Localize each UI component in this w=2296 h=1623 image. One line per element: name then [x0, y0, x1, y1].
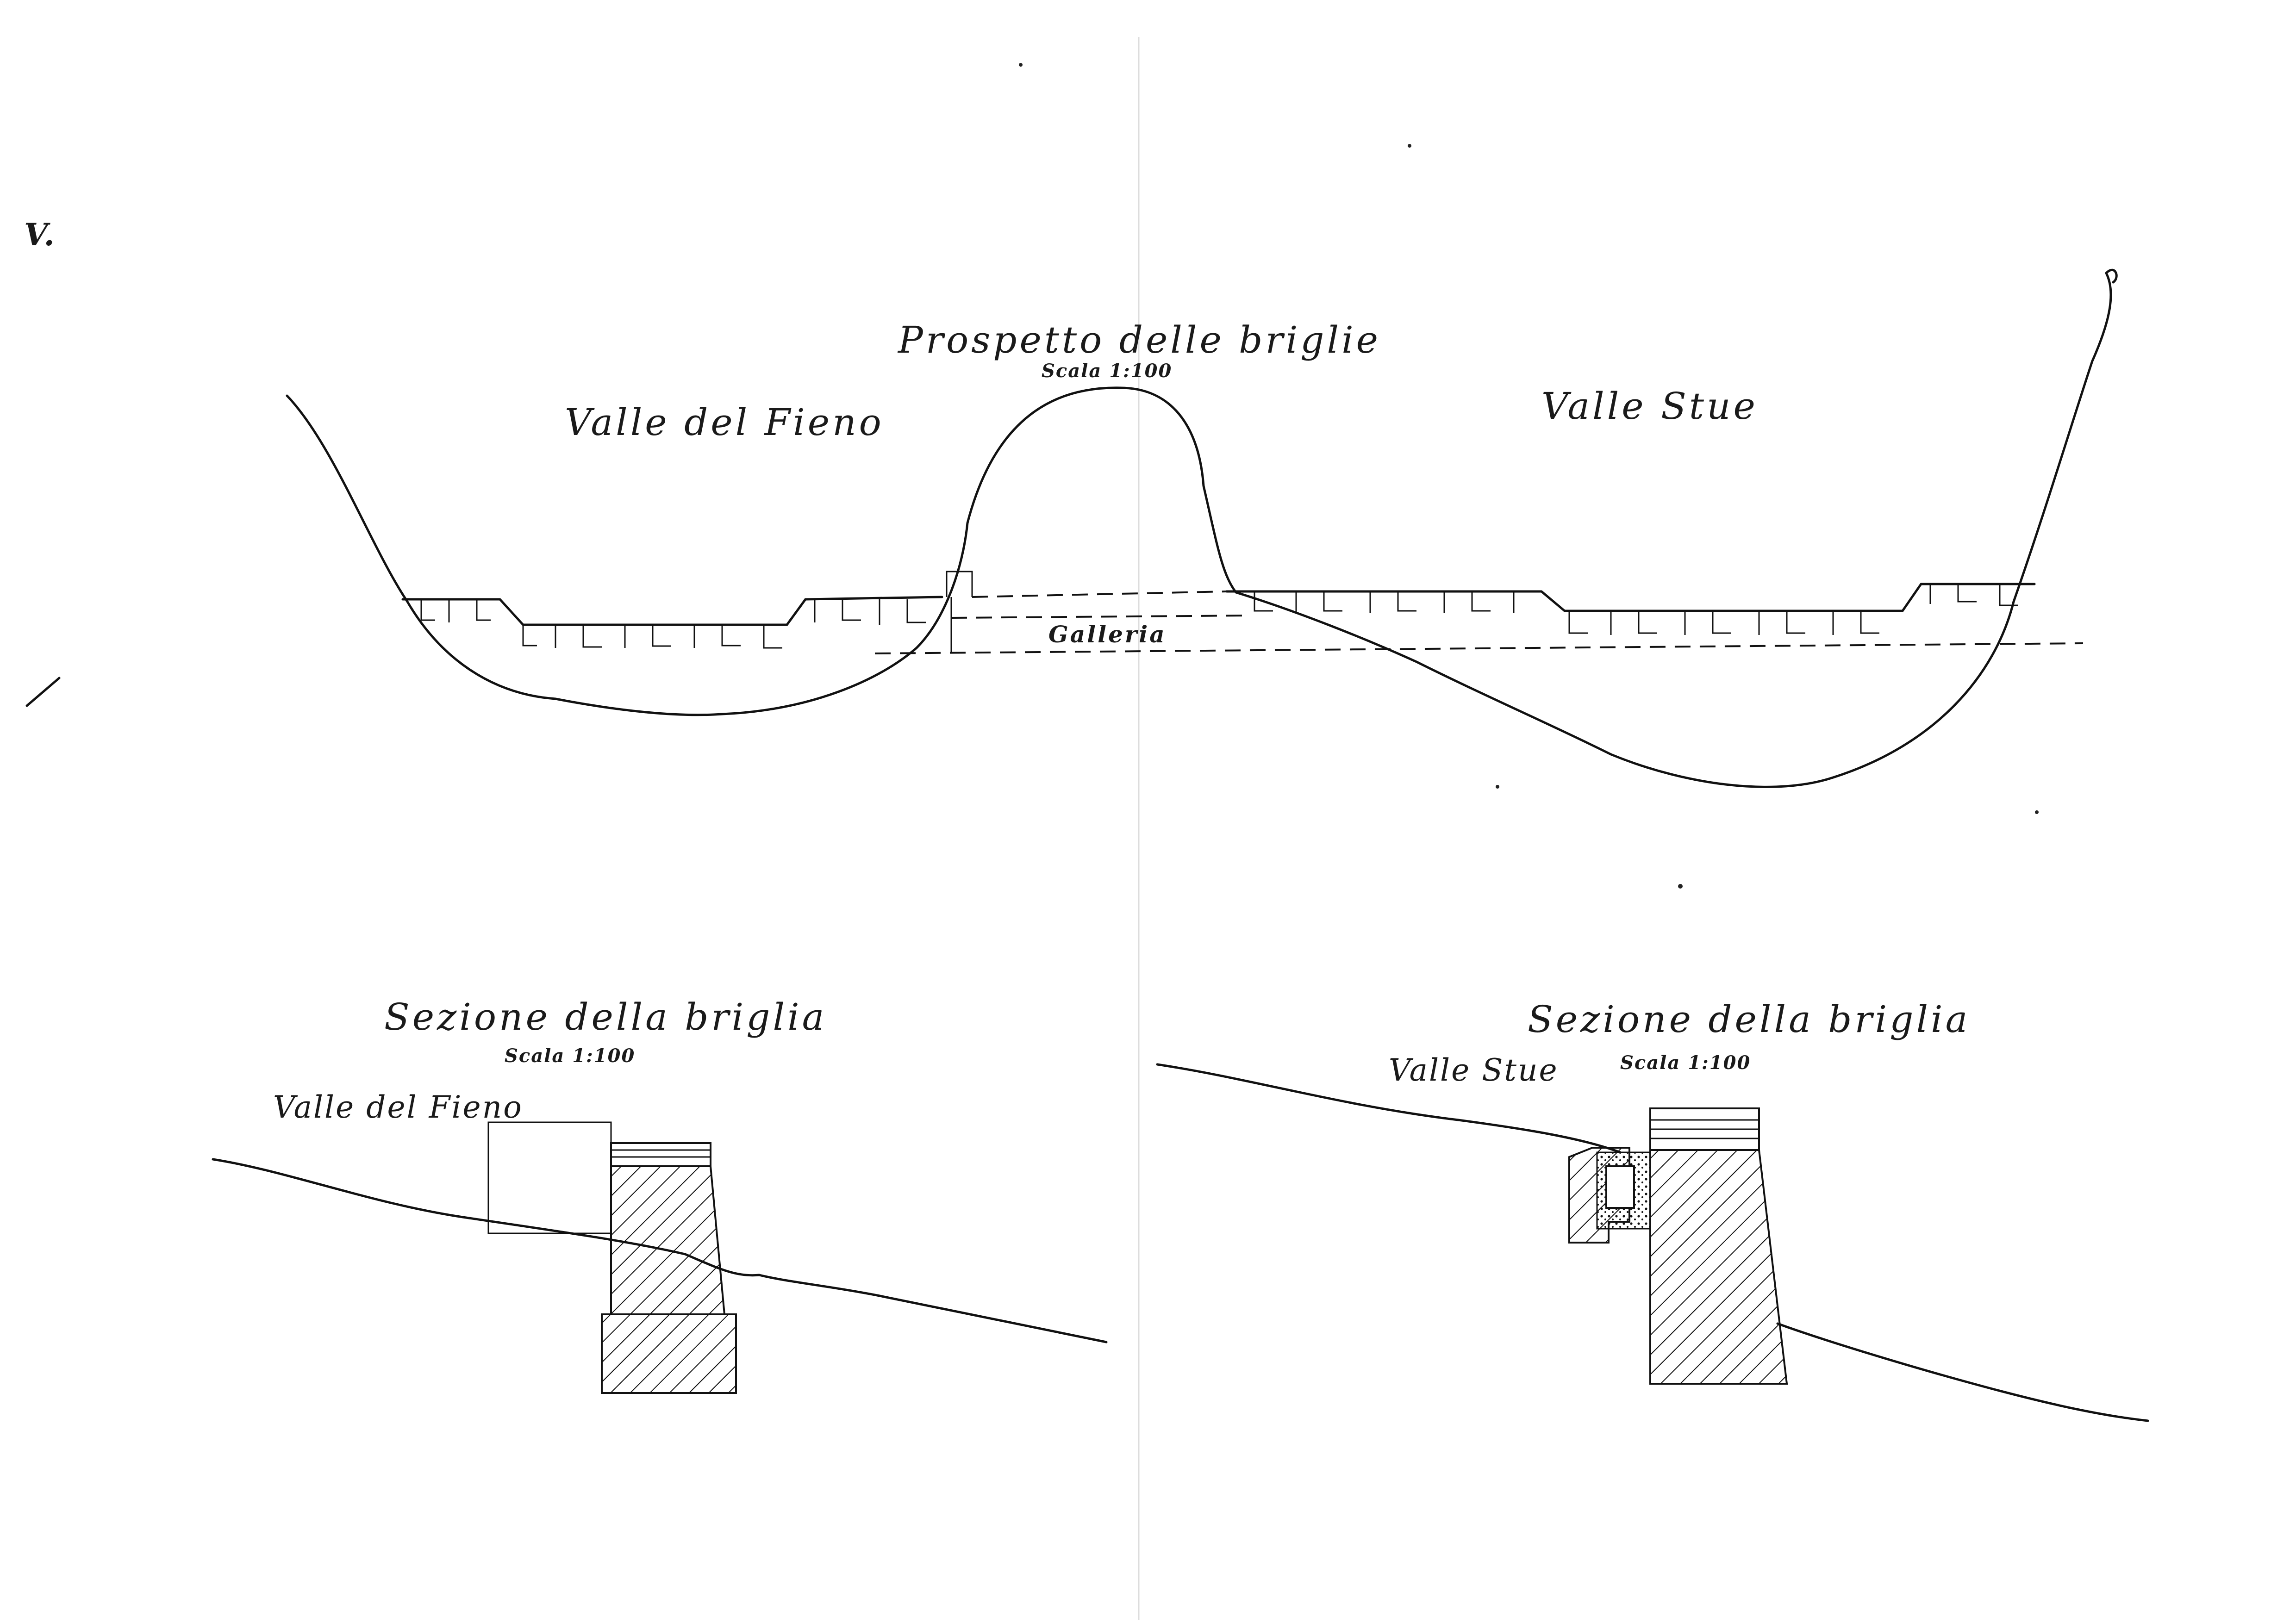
- scan-speck: [1678, 884, 1683, 889]
- section-left-foundation: [601, 1313, 737, 1394]
- section-right-view: Sezione della briglia Scala 1:100 Valle …: [1156, 998, 2149, 1422]
- section-left-title: Sezione della briglia: [384, 995, 827, 1038]
- section-right-valley: Valle Stue: [1389, 1052, 1559, 1088]
- left-dam-blocks: [420, 599, 926, 649]
- section-left-dam-body: [610, 1165, 726, 1315]
- scan-speck: [1019, 63, 1023, 67]
- scan-speck: [2035, 810, 2039, 814]
- scan-speck: [1496, 785, 1499, 789]
- tunnel-label: Galleria: [1048, 621, 1167, 648]
- left-dam-crest: [401, 596, 943, 626]
- terrain-profile: [286, 268, 2118, 788]
- tunnel-bottom-line: [874, 642, 2084, 654]
- scan-speck: [1408, 144, 1411, 148]
- section-right-scale: Scala 1:100: [1620, 1052, 1751, 1074]
- elevation-title: Prospetto delle briglie: [897, 318, 1381, 361]
- section-left-dam-cap: [610, 1142, 711, 1167]
- right-dam-blocks: [1254, 584, 2018, 635]
- section-right-culvert-opening: [1605, 1165, 1635, 1209]
- right-valley-label: Valle Stue: [1541, 385, 1758, 428]
- elevation-view: Prospetto delle briglie Scala 1:100 Vall…: [286, 268, 2118, 788]
- central-abutment: [946, 571, 973, 653]
- section-left-scale: Scala 1:100: [505, 1045, 635, 1067]
- right-dam-crest: [1225, 583, 2036, 612]
- left-valley-label: Valle del Fieno: [565, 401, 884, 444]
- elevation-scale: Scala 1:100: [1042, 360, 1172, 382]
- section-right-ground: [1156, 1063, 2149, 1422]
- section-left-view: Sezione della briglia Scala 1:100 Valle …: [212, 995, 1108, 1394]
- section-left-valley: Valle del Fieno: [273, 1089, 523, 1125]
- tunnel-mid-line: [951, 615, 1250, 619]
- tunnel-top-line: [972, 591, 1227, 598]
- section-left-upstream-box: [487, 1121, 612, 1234]
- section-right-dam-body: [1649, 1149, 1788, 1385]
- section-right-title: Sezione della briglia: [1528, 998, 1970, 1041]
- sheet-number: V.: [24, 217, 56, 253]
- margin-mark: [25, 677, 61, 707]
